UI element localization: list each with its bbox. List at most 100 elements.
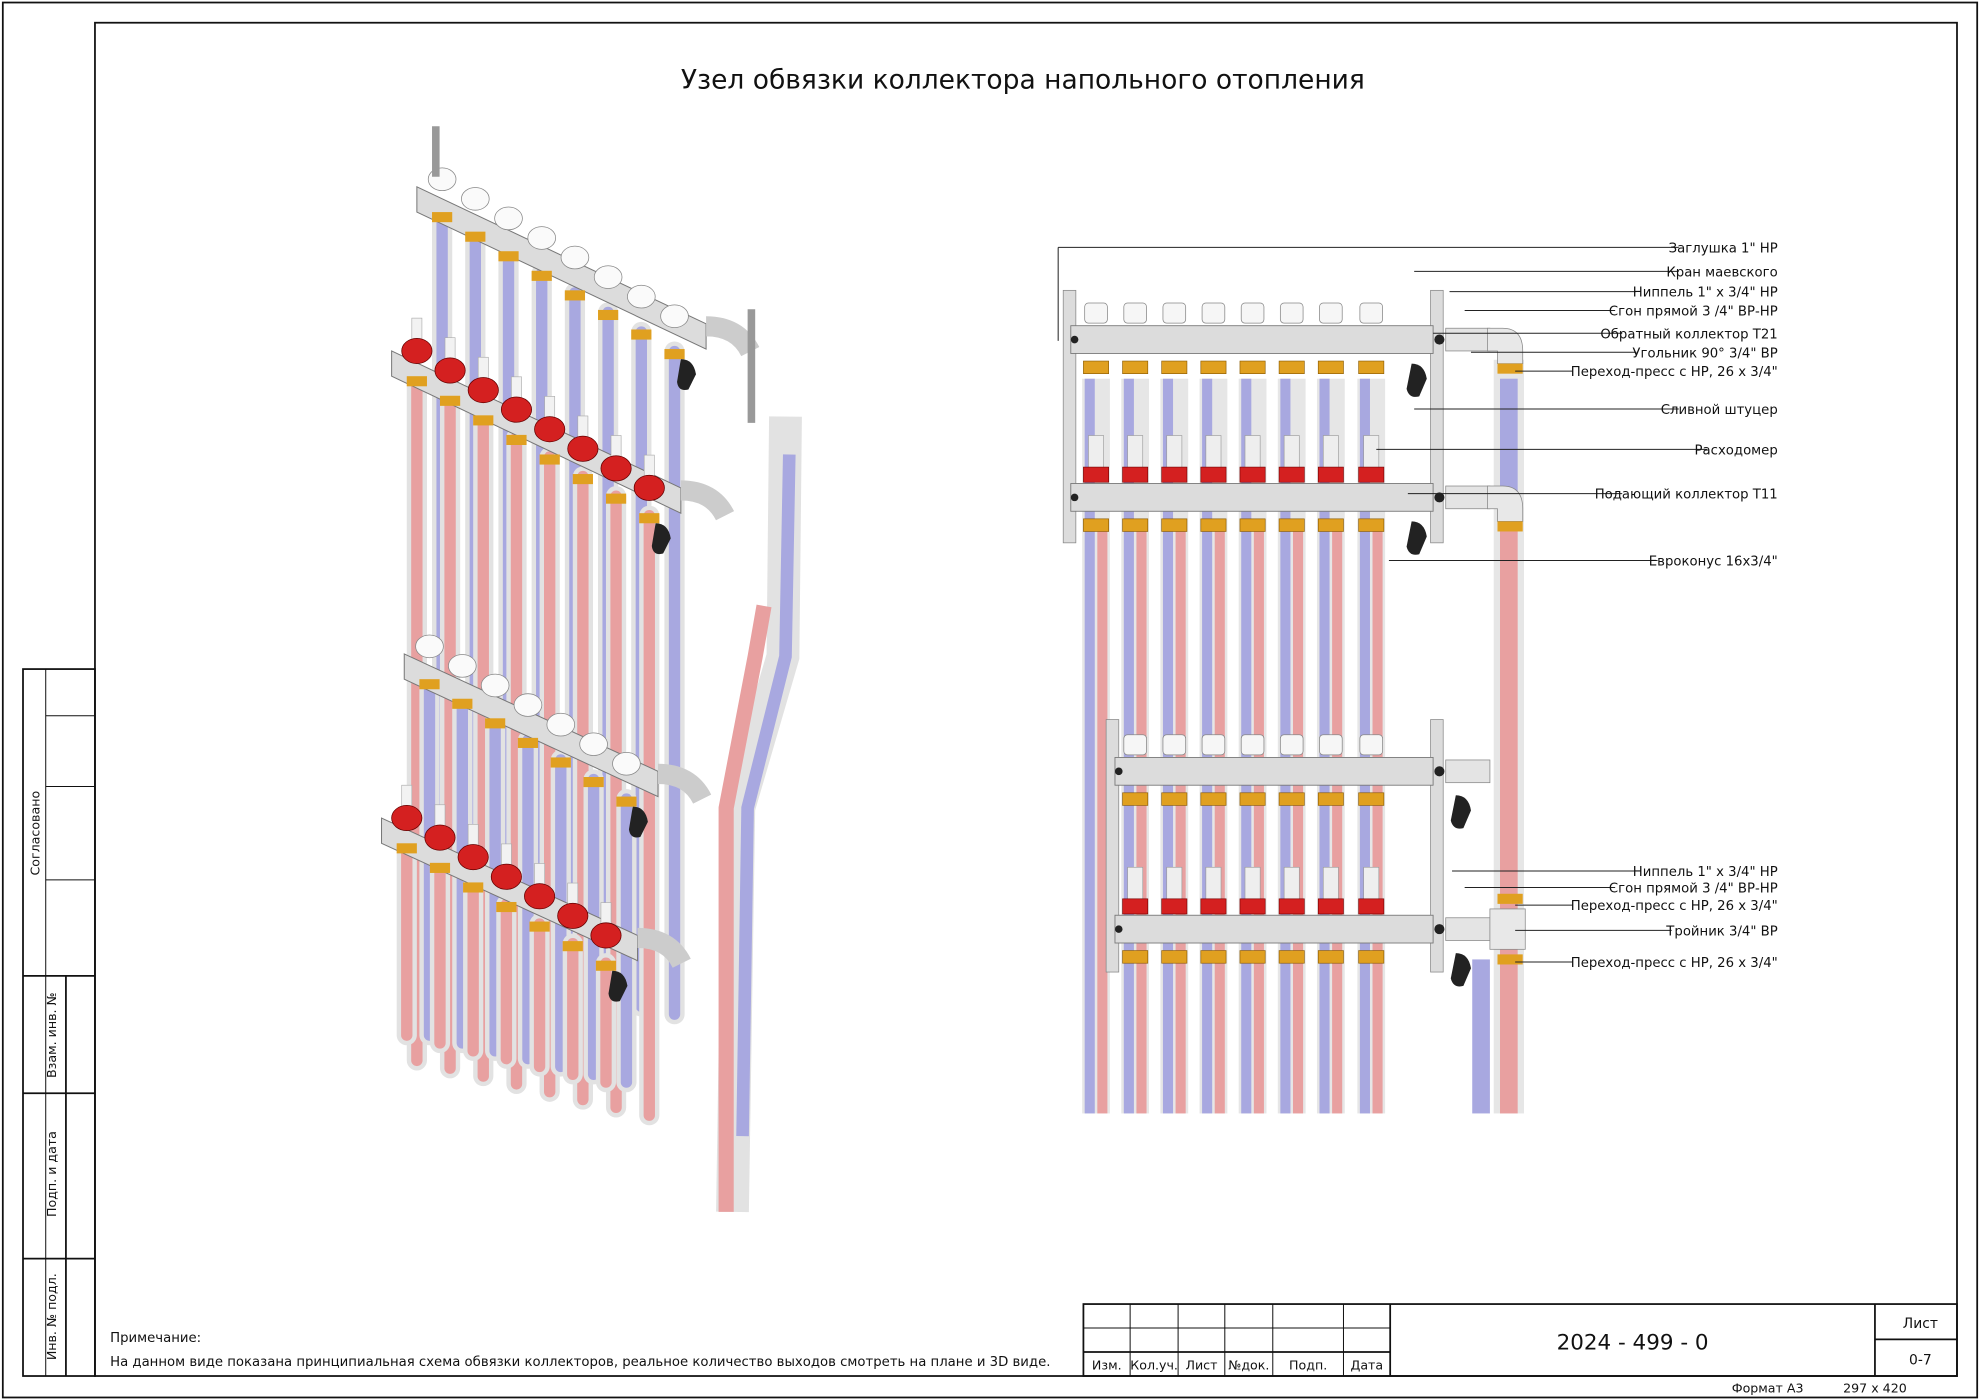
valve-cap (527, 226, 556, 250)
return-riser (736, 454, 796, 1137)
mounting-bracket (1430, 289, 1444, 544)
flow-valve-cap (457, 844, 489, 871)
eurocone-fitting (396, 843, 417, 854)
callout-label: Расходомер (1695, 443, 1778, 458)
eurocone-fitting (664, 349, 685, 360)
flow-valve-cap (1278, 466, 1305, 483)
eurocone-fitting (473, 415, 494, 426)
eurocone-fitting (1239, 360, 1266, 374)
eurocone-fitting (485, 718, 506, 729)
flow-valve-cap (1317, 466, 1344, 483)
eurocone-fitting (1239, 950, 1266, 964)
callout-label: Кран маевского (1666, 265, 1777, 280)
eurocone-fitting (605, 493, 627, 504)
flowmeter (1088, 435, 1104, 469)
sheet-label: Лист (1903, 1316, 1938, 1332)
elbow-fitting (1487, 327, 1524, 364)
supply-pipe (1253, 530, 1264, 1114)
eurocone-fitting (1200, 792, 1227, 806)
eurocone-fitting (616, 796, 637, 807)
supply-pipe (1372, 530, 1383, 1114)
eurocone-fitting (550, 757, 571, 768)
press-fitting (1497, 363, 1523, 374)
valve-cap (1123, 734, 1147, 756)
eurocone-fitting (465, 231, 486, 242)
eurocone-fitting (1161, 792, 1188, 806)
title-block-column: Подп. (1289, 1358, 1327, 1373)
title-block-column: Изм. (1092, 1358, 1122, 1373)
eurocone-fitting (1083, 518, 1109, 532)
eurocone-fitting (639, 513, 660, 524)
sheet-size: 297 х 420 (1843, 1380, 1907, 1395)
eurocone-fitting (572, 474, 593, 485)
supply-pipe (1292, 530, 1304, 1114)
valve-cap (593, 265, 623, 289)
valve-cap (513, 693, 543, 717)
callout-label: Сливной штуцер (1661, 403, 1778, 418)
valve-cap (546, 712, 576, 737)
eurocone-fitting (1358, 792, 1385, 806)
union-fitting (1445, 485, 1491, 510)
callout-label: Евроконус 16х3/4" (1649, 555, 1778, 570)
stamp-agreed: Согласовано (27, 791, 42, 876)
drain-valve (651, 523, 671, 555)
valve-cap (480, 673, 510, 698)
eurocone-fitting (506, 434, 527, 445)
flow-valve-cap (1161, 466, 1188, 483)
bolt (1434, 334, 1445, 345)
elbow-fitting (1487, 485, 1524, 522)
bolt (1070, 335, 1079, 344)
supply-pipe (1332, 530, 1343, 1114)
eurocone-fitting (1239, 792, 1266, 806)
tee-fitting (1489, 908, 1526, 950)
return-manifold (1070, 325, 1434, 354)
eurocone-fitting (1317, 518, 1344, 532)
elbow-fitting (705, 316, 760, 357)
flow-valve-cap (567, 435, 599, 462)
drain-valve (608, 970, 628, 1002)
eurocone-fitting (1122, 518, 1149, 532)
supply-pipe (1214, 530, 1225, 1114)
eurocone-fitting (439, 395, 461, 406)
valve-cap (1162, 734, 1187, 756)
drain-valve (677, 359, 696, 390)
inner-frame (94, 21, 1958, 1377)
valve-cap (1319, 302, 1343, 324)
eurocone-fitting (598, 309, 619, 321)
eurocone-fitting (1122, 792, 1149, 806)
callout-label: Сгон прямой 3 /4" ВР-НР (1609, 305, 1778, 320)
bolt (1434, 492, 1445, 503)
eurocone-fitting (1239, 518, 1266, 532)
eurocone-fitting (1358, 518, 1385, 532)
flow-valve-cap (1358, 466, 1385, 483)
eurocone-fitting (583, 777, 604, 788)
isometric-view (381, 126, 802, 1213)
callout-label: Подающий коллектор Т11 (1595, 488, 1778, 503)
callout-label: Обратный коллектор Т21 (1600, 326, 1777, 342)
supply-pipe (1097, 530, 1108, 1114)
flowmeter (1127, 866, 1144, 901)
union-fitting (1445, 327, 1491, 352)
flow-valve-cap (500, 396, 533, 423)
flowmeter (1363, 866, 1380, 901)
valve-cap (1279, 302, 1304, 324)
eurocone-fitting (1278, 360, 1305, 374)
eurocone-fitting (452, 698, 473, 709)
supply-manifold (1070, 483, 1434, 512)
flow-valve-cap (1317, 898, 1344, 915)
front-view (1062, 289, 1526, 1114)
eurocone-fitting (564, 290, 586, 301)
valve-cap (579, 732, 608, 756)
flow-valve-cap (1278, 898, 1305, 915)
flowmeter (1363, 435, 1380, 469)
eurocone-fitting (406, 376, 427, 387)
eurocone-fitting (517, 737, 539, 748)
flow-valve-cap (1358, 898, 1385, 915)
elbow-fitting (657, 763, 712, 805)
flow-valve-cap (534, 416, 566, 443)
flow-valve-cap (600, 455, 632, 482)
flow-valve-cap (1122, 898, 1149, 915)
bolt (1070, 493, 1079, 502)
